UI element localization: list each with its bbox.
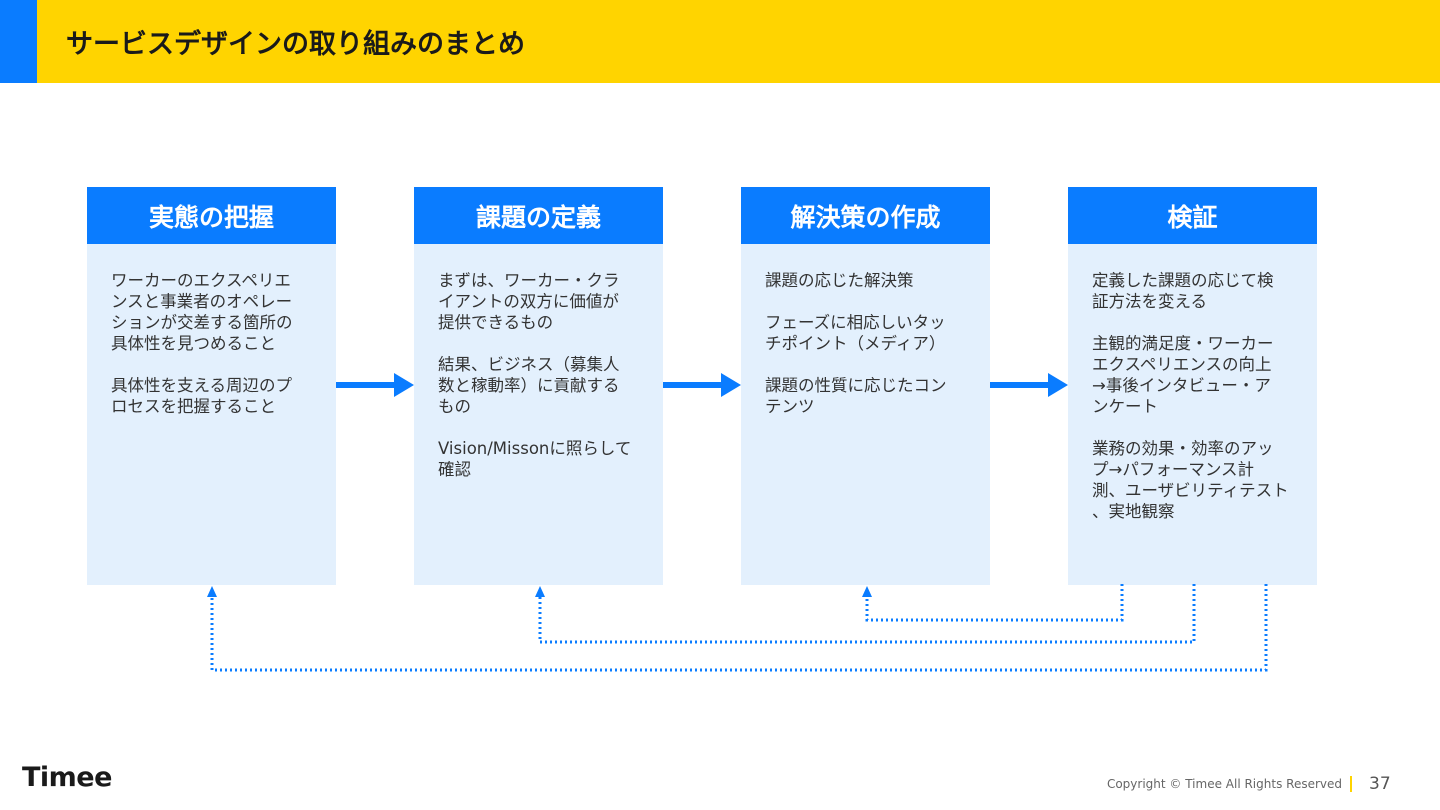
footer-separator [1350, 776, 1352, 792]
feedback-loop-to-step-1 [210, 584, 1268, 672]
step-title-3: 解決策の作成 [741, 187, 990, 244]
copyright-text: Copyright © Timee All Rights Reserved [1106, 777, 1342, 791]
feedback-arrowhead-3 [862, 586, 872, 597]
arrow-1-to-2 [336, 373, 414, 397]
step-text: フェーズに相応しいタッ チポイント（メディア） [765, 313, 946, 353]
page-title: サービスデザインの取り組みのまとめ [66, 29, 525, 60]
step-text: ワーカーのエクスペリエ ンスと事業者のオペレー ションが交差する箇所の 具体性を… [111, 271, 293, 353]
step-card-4: 検証 定義した課題の応じて検 証方法を変える 主観的満足度・ワーカー エクスペリ… [1068, 187, 1317, 585]
step-title-4: 検証 [1068, 187, 1317, 244]
feedback-loop-to-step-2 [538, 584, 1196, 644]
step-title-2: 課題の定義 [414, 187, 663, 244]
feedback-arrowhead-1 [207, 586, 217, 597]
step-body-3: 課題の応じた解決策 フェーズに相応しいタッ チポイント（メディア） 課題の性質に… [741, 244, 990, 585]
step-text: 主観的満足度・ワーカー エクスペリエンスの向上 →事後インタビュー・ア ンケート [1092, 334, 1274, 416]
step-text: 結果、ビジネス（募集人 数と稼動率）に貢献する もの [438, 355, 620, 416]
header-accent [0, 0, 37, 83]
step-text: 業務の効果・効率のアッ プ→パフォーマンス計 測、ユーザビリティテスト 、実地観… [1092, 439, 1289, 521]
step-text: 定義した課題の応じて検 証方法を変える [1092, 271, 1274, 311]
step-text: Vision/Missonに照らして 確認 [438, 439, 632, 479]
step-card-1: 実態の把握 ワーカーのエクスペリエ ンスと事業者のオペレー ションが交差する箇所… [87, 187, 336, 585]
step-title-1: 実態の把握 [87, 187, 336, 244]
step-body-4: 定義した課題の応じて検 証方法を変える 主観的満足度・ワーカー エクスペリエンス… [1068, 244, 1317, 585]
page-number: 37 [1369, 774, 1391, 794]
step-body-1: ワーカーのエクスペリエ ンスと事業者のオペレー ションが交差する箇所の 具体性を… [87, 244, 336, 585]
step-card-3: 解決策の作成 課題の応じた解決策 フェーズに相応しいタッ チポイント（メディア）… [741, 187, 990, 585]
header-bar [0, 0, 1440, 83]
feedback-arrowhead-2 [535, 586, 545, 597]
step-text: 課題の性質に応じたコン テンツ [765, 376, 947, 416]
step-text: まずは、ワーカー・クラ イアントの双方に価値が 提供できるもの [438, 271, 620, 332]
step-text: 課題の応じた解決策 [765, 271, 914, 290]
feedback-loop-to-step-3 [865, 584, 1124, 622]
step-text: 具体性を支える周辺のプ ロセスを把握すること [111, 376, 293, 416]
step-body-2: まずは、ワーカー・クラ イアントの双方に価値が 提供できるもの 結果、ビジネス（… [414, 244, 663, 585]
arrow-3-to-4 [990, 373, 1068, 397]
step-card-2: 課題の定義 まずは、ワーカー・クラ イアントの双方に価値が 提供できるもの 結果… [414, 187, 663, 585]
arrow-2-to-3 [663, 373, 741, 397]
timee-logo: Timee [22, 762, 112, 793]
